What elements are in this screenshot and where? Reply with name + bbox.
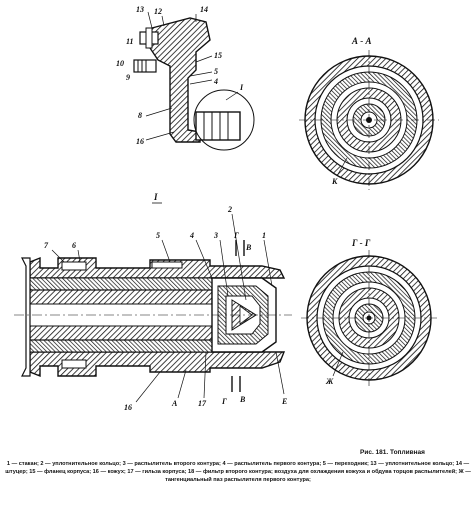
label-17: 17	[198, 399, 207, 408]
label-cut-V-top: В	[245, 243, 252, 252]
longitudinal-section-view	[14, 213, 292, 403]
section-gg-view	[301, 250, 437, 386]
label-16-top: 16	[136, 137, 144, 146]
figure-legend: 1 — стакан; 2 — уплотнительное кольцо; 3…	[5, 461, 471, 484]
label-E: Е	[281, 397, 287, 406]
section-aa-view	[299, 50, 439, 190]
label-cut-V-bottom: В	[239, 395, 246, 404]
label-6: 6	[72, 241, 76, 250]
nozzle-assembly-labels: 13 12 14 11 10 9 15 5 4 I 8 16	[116, 5, 244, 146]
label-K: К	[331, 177, 338, 186]
label-16: 16	[124, 403, 132, 412]
label-cut-G-bottom: Г	[221, 397, 227, 406]
fuel-nozzle-drawing: 13 12 14 11 10 9 15 5 4 I 8 16 А - А К I	[14, 5, 439, 412]
figure-title: Рис. 181. Топливная	[360, 449, 425, 456]
label-I-top: I	[239, 83, 244, 92]
label-8: 8	[138, 111, 142, 120]
label-14: 14	[200, 5, 208, 14]
label-5-top: 5	[214, 67, 218, 76]
label-1: 1	[262, 231, 266, 240]
label-12: 12	[154, 7, 162, 16]
label-4: 4	[189, 231, 194, 240]
label-5: 5	[156, 231, 160, 240]
section-aa-title: А - А	[351, 36, 372, 46]
label-9: 9	[126, 73, 130, 82]
label-Zh: Ж	[325, 377, 334, 386]
label-cut-G-top: Г	[233, 231, 239, 240]
view-I-title: I	[153, 192, 158, 202]
label-10: 10	[116, 59, 124, 68]
nozzle-assembly-view	[133, 11, 255, 151]
label-2: 2	[227, 205, 232, 214]
label-11: 11	[126, 37, 134, 46]
label-13: 13	[136, 5, 144, 14]
label-4-top: 4	[213, 77, 218, 86]
section-gg-title: Г - Г	[351, 238, 371, 248]
label-A: А	[171, 399, 178, 408]
label-15: 15	[214, 51, 222, 60]
label-7: 7	[44, 241, 49, 250]
label-3: 3	[213, 231, 218, 240]
longitudinal-section-labels: 7 6 5 4 3 2 1 Г В Г В 16 А 17 Е	[44, 205, 287, 412]
